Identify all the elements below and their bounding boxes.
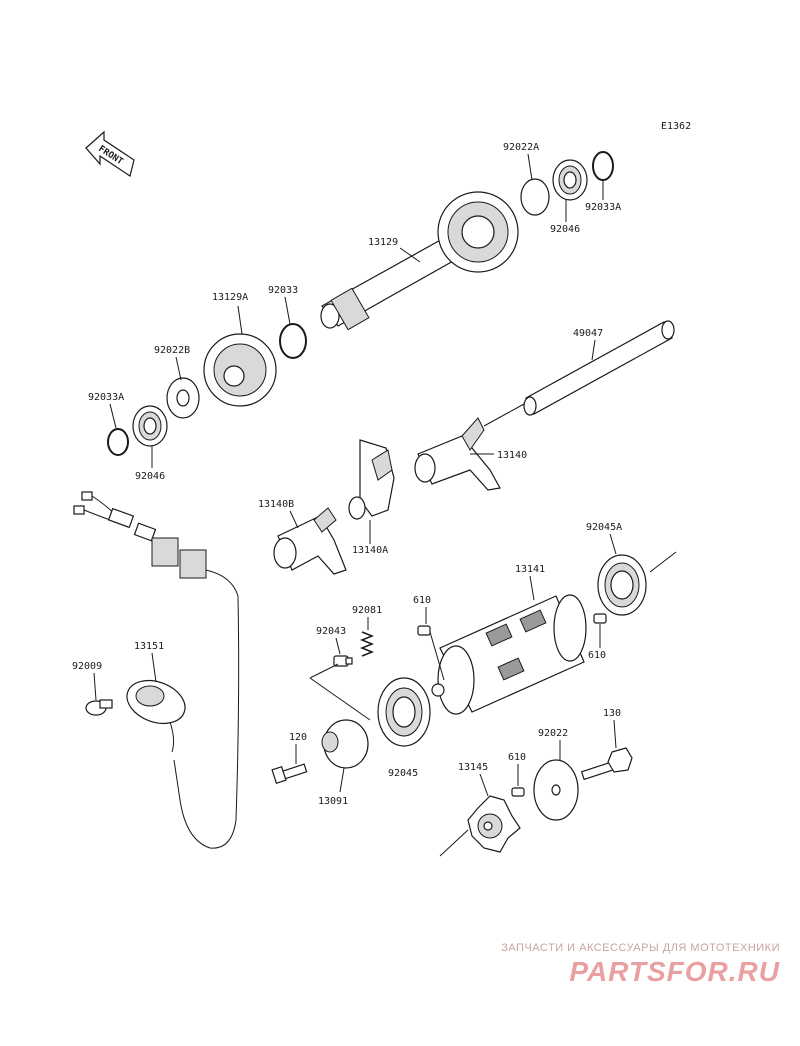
front-arrow-icon: FRONT: [85, 130, 135, 177]
bearing-92046-top: [552, 159, 588, 201]
label-92045: 92045: [388, 768, 418, 779]
label-13145: 13145: [458, 762, 488, 773]
label-92043: 92043: [316, 626, 346, 637]
label-92022: 92022: [538, 728, 568, 739]
fork-13140A: [348, 439, 395, 520]
rod-49047: [523, 320, 675, 416]
watermark: ЗАПЧАСТИ И АКСЕССУАРЫ ДЛЯ МОТОТЕХНИКИ PA…: [501, 942, 780, 988]
label-13129: 13129: [368, 237, 398, 248]
label-92022B: 92022B: [154, 345, 190, 356]
label-130: 130: [603, 708, 621, 719]
label-610-lower: 610: [508, 752, 526, 763]
label-49047: 49047: [573, 328, 603, 339]
label-13091: 13091: [318, 796, 348, 807]
label-13141: 13141: [515, 564, 545, 575]
bearing-92045A: [597, 554, 647, 616]
fork-13140: [414, 417, 501, 491]
bolt-120: [271, 763, 308, 784]
pin-92043: [333, 655, 353, 667]
spring-92081: [359, 631, 375, 657]
pin-610-top: [417, 625, 431, 636]
bearing-92045: [377, 677, 431, 747]
label-92033: 92033: [268, 285, 298, 296]
shaft-13129: [320, 191, 519, 331]
label-92045A: 92045A: [586, 522, 622, 533]
label-92033A-top: 92033A: [585, 202, 621, 213]
pin-610-lower: [511, 787, 525, 797]
label-92022A: 92022A: [503, 142, 539, 153]
switch-13151: [126, 679, 186, 753]
label-610-right: 610: [588, 650, 606, 661]
screw-92009: [85, 699, 113, 716]
label-13140B: 13140B: [258, 499, 294, 510]
shift-drum-13141: [431, 594, 587, 715]
label-13140: 13140: [497, 450, 527, 461]
bolt-130: [580, 747, 633, 781]
wiring-harness: [73, 491, 240, 849]
label-13129A: 13129A: [212, 292, 248, 303]
circlip-92033A-left: [107, 428, 129, 456]
gear-13129A: [203, 333, 277, 407]
washer-92022: [533, 759, 579, 821]
pin-610-right: [593, 613, 607, 624]
watermark-tagline: ЗАПЧАСТИ И АКСЕССУАРЫ ДЛЯ МОТОТЕХНИКИ: [501, 942, 780, 954]
circlip-92033A-top: [592, 151, 614, 181]
label-610-top: 610: [413, 595, 431, 606]
washer-92022A: [520, 178, 550, 216]
label-13140A: 13140A: [352, 545, 388, 556]
bearing-92046-left: [132, 405, 168, 447]
circlip-92033: [279, 323, 307, 359]
label-13151: 13151: [134, 641, 164, 652]
diagram-code: E1362: [661, 121, 691, 132]
gear-large: [437, 191, 519, 273]
label-92081: 92081: [352, 605, 382, 616]
cam-13091: [321, 719, 369, 769]
label-120: 120: [289, 732, 307, 743]
label-92009: 92009: [72, 661, 102, 672]
label-92046-top: 92046: [550, 224, 580, 235]
watermark-logo: PARTSFOR.RU: [569, 956, 780, 987]
label-92033A-left: 92033A: [88, 392, 124, 403]
label-92046-left: 92046: [135, 471, 165, 482]
fork-13140B: [273, 507, 347, 575]
plate-13145: [467, 795, 521, 853]
